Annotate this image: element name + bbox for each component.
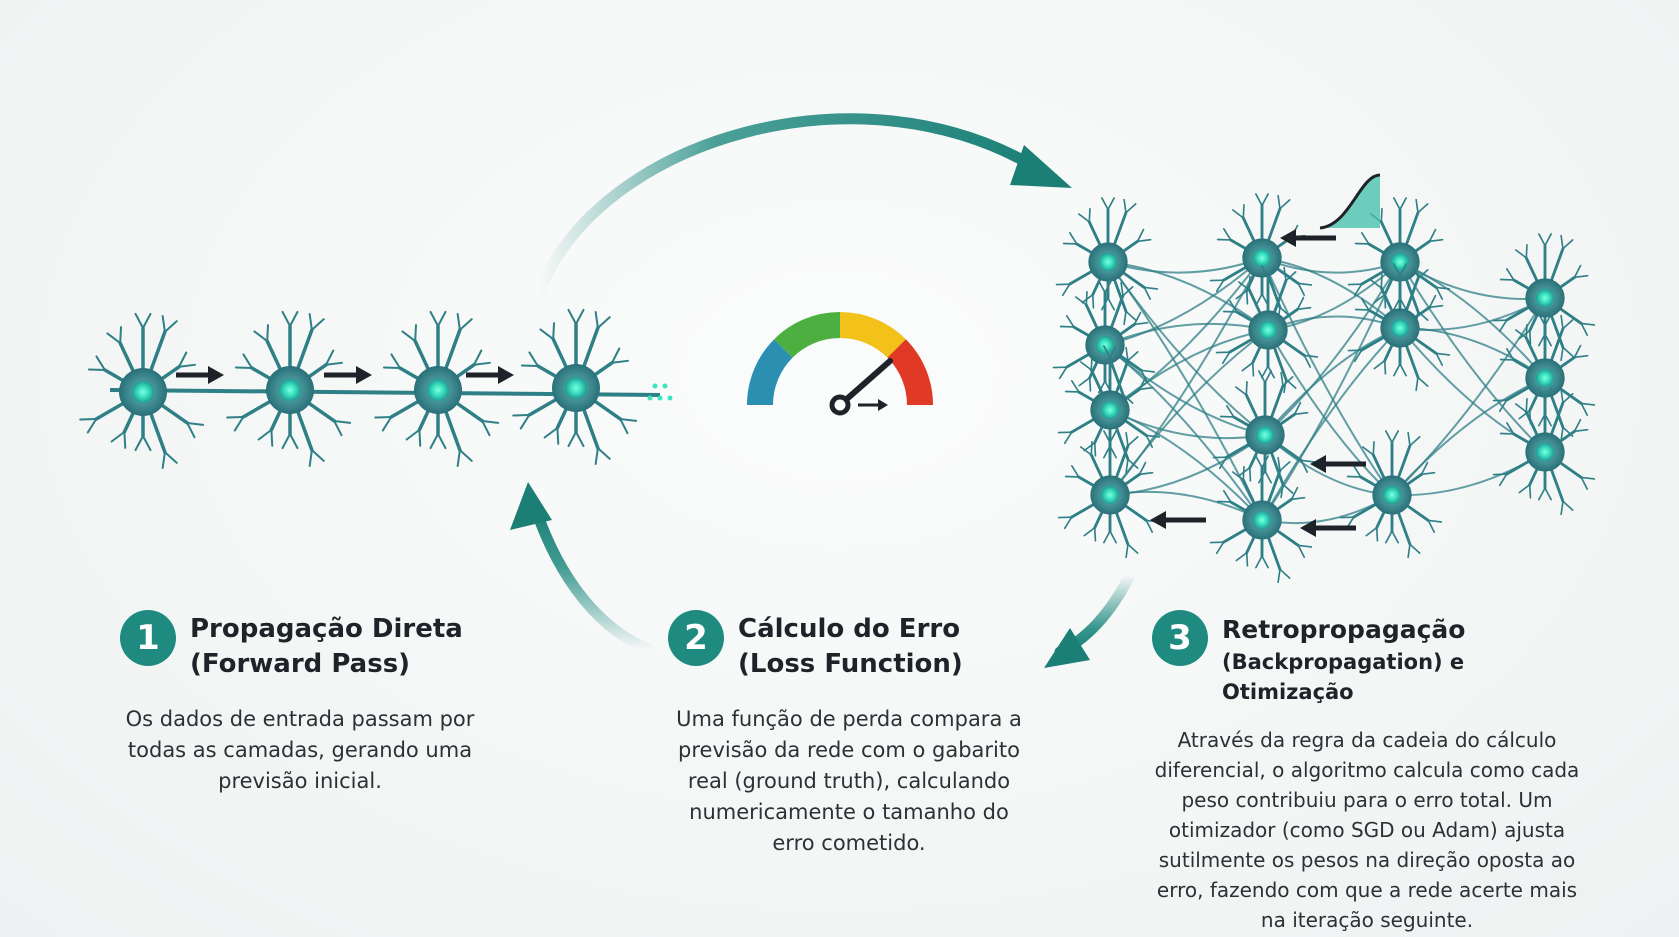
neuron-icon — [1057, 345, 1161, 474]
neuron-icon — [1492, 233, 1596, 362]
step-title: Propagação Direta (Forward Pass) — [190, 614, 463, 679]
neuron-icon — [1347, 263, 1451, 392]
neuron-icon — [1212, 370, 1316, 499]
cycle-arrow-top-head — [1010, 145, 1072, 188]
cycle-arrow-top — [534, 113, 1046, 296]
step-forward-pass: 1 Propagação Direta (Forward Pass) Os da… — [120, 610, 480, 797]
cycle-arrow-right-head — [1044, 628, 1090, 668]
step-number-badge: 2 — [668, 610, 724, 666]
neuron-icon — [1492, 387, 1596, 516]
step-description: Os dados de entrada passam por todas as … — [125, 707, 475, 793]
step-backpropagation: 3 Retropropagação (Backpropagation) e Ot… — [1152, 610, 1582, 935]
neuron-icon — [1215, 265, 1319, 394]
neuron-icon — [1339, 430, 1443, 559]
backprop-network — [1052, 193, 1596, 584]
step-number-badge: 3 — [1152, 610, 1208, 666]
step-number-badge: 1 — [120, 610, 176, 666]
forward-neuron-chain — [79, 308, 673, 469]
neuron-icon — [1347, 197, 1451, 326]
gradient-curve-icon — [1320, 175, 1380, 228]
neuron-icon — [79, 312, 205, 469]
neuron-icon — [1209, 455, 1313, 584]
neuron-icon — [512, 308, 638, 465]
step-title: Cálculo do Erro (Loss Function) — [738, 614, 963, 679]
cycle-arrows — [510, 113, 1136, 668]
step-description: Através da regra da cadeia do cálculo di… — [1154, 728, 1580, 932]
neuron-icon — [1057, 430, 1161, 559]
cycle-arrow-left — [530, 504, 656, 656]
neuron-icon — [374, 310, 500, 467]
step-loss-function: 2 Cálculo do Erro (Loss Function) Uma fu… — [668, 610, 1030, 859]
cycle-arrow-left-head — [510, 482, 552, 530]
step-description: Uma função de perda compara a previsão d… — [676, 707, 1022, 855]
step-title: Retropropagação (Backpropagation) e Otim… — [1222, 615, 1466, 704]
neuron-icon — [226, 310, 352, 467]
loss-gauge-icon — [746, 311, 934, 416]
neuron-icon — [1055, 197, 1159, 326]
